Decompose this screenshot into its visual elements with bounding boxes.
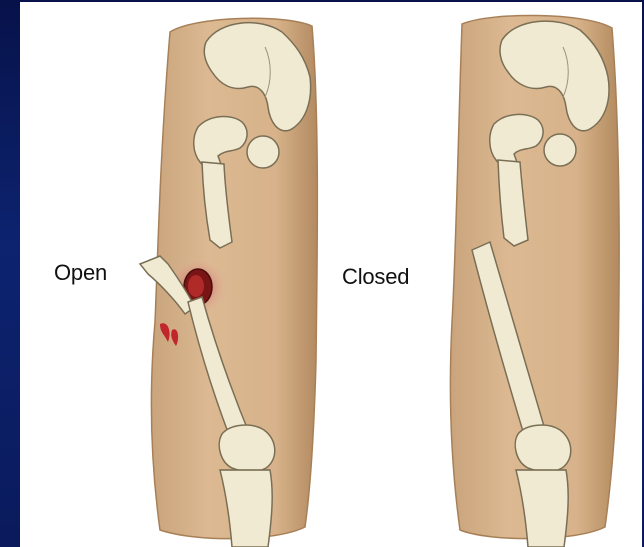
content-panel: Open Closed <box>20 2 642 547</box>
open-label: Open <box>54 260 107 286</box>
fracture-illustration <box>20 2 642 547</box>
closed-fracture-leg <box>450 15 619 547</box>
knee <box>515 425 571 472</box>
open-fracture-leg <box>140 18 317 547</box>
closed-label: Closed <box>342 264 409 290</box>
knee <box>219 425 275 472</box>
